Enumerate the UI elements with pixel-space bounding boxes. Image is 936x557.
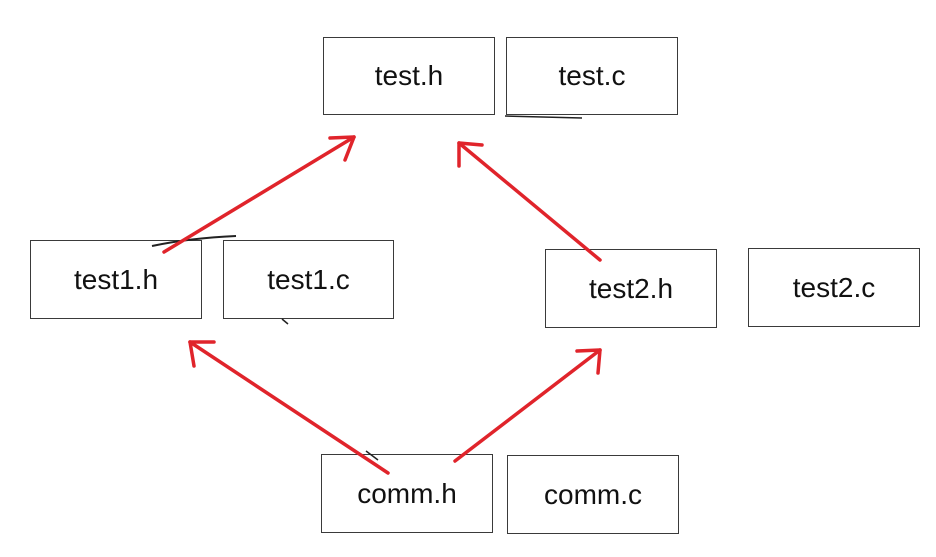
node-comm-c: comm.c <box>507 455 679 534</box>
node-test-c: test.c <box>506 37 678 115</box>
arrow-test1-h-to-test-h <box>162 135 356 254</box>
node-test1-h: test1.h <box>30 240 202 319</box>
node-test2-h: test2.h <box>545 249 717 328</box>
node-test2-c: test2.c <box>748 248 920 327</box>
stray-mark <box>504 115 583 119</box>
arrow-comm-h-to-test2-h <box>453 348 602 463</box>
node-test-h: test.h <box>323 37 495 115</box>
arrow-test2-h-to-test-h <box>457 141 602 262</box>
stray-mark <box>281 318 289 325</box>
node-test1-c: test1.c <box>223 240 394 319</box>
node-comm-h: comm.h <box>321 454 493 533</box>
